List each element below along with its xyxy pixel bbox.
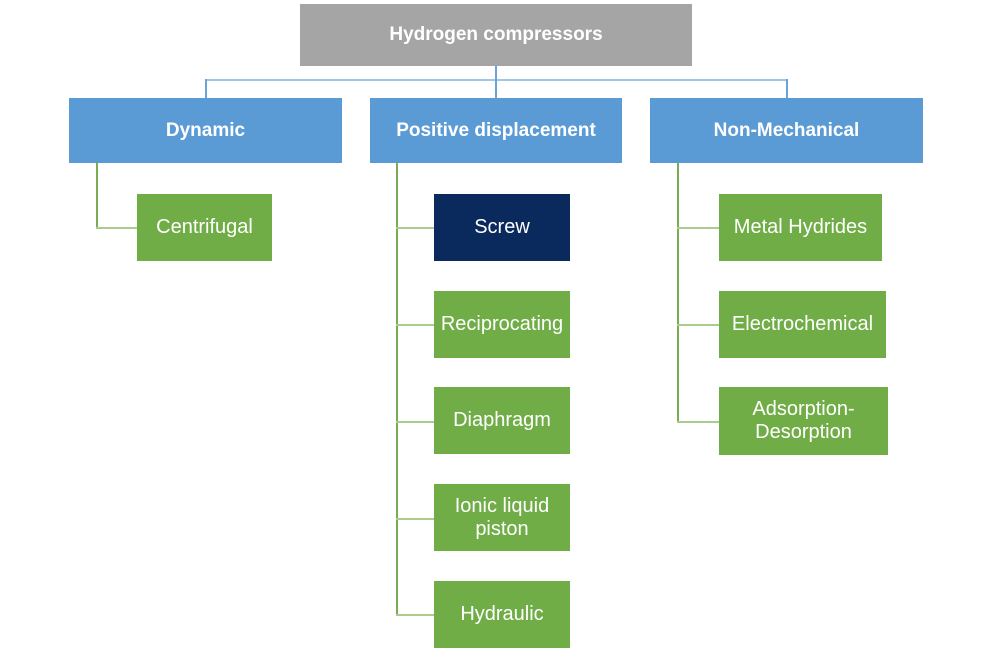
leaf-node-label: Diaphragm: [453, 409, 551, 431]
connector-root-to-dynamic: [205, 79, 207, 98]
leaf-node-label: Centrifugal: [156, 216, 253, 238]
connector-root-stem: [495, 66, 497, 80]
connector-pd-to-hydraulic: [396, 614, 434, 616]
leaf-node-label: Metal Hydrides: [733, 216, 868, 238]
category-node-label: Dynamic: [165, 119, 246, 141]
connector-pd-to-diaphragm: [396, 421, 434, 423]
category-node-label: Positive displacement: [396, 119, 596, 141]
leaf-node-reciprocating[interactable]: Reciprocating: [434, 291, 570, 358]
leaf-node-label: Adsorption-Desorption: [752, 398, 855, 443]
connector-dynamic-stem: [96, 163, 98, 229]
leaf-node-label: Ionic liquid piston: [454, 494, 550, 540]
leaf-node-electrochemical[interactable]: Electrochemical: [719, 291, 886, 358]
connector-nm-to-metal-hydrides: [677, 227, 719, 229]
connector-pd-to-reciprocating: [396, 324, 434, 326]
leaf-node-adsorption-desorption[interactable]: Adsorption-Desorption: [719, 387, 888, 455]
leaf-node-centrifugal[interactable]: Centrifugal: [137, 194, 272, 261]
root-node-label: Hydrogen compressors: [389, 24, 603, 46]
connector-positive-displacement-stem: [396, 163, 398, 615]
leaf-node-screw[interactable]: Screw: [434, 194, 570, 261]
leaf-node-label: Electrochemical: [731, 313, 874, 335]
connector-pd-to-ionic-liquid-piston: [396, 518, 434, 520]
connector-nm-to-adsorption-desorption: [677, 421, 719, 423]
category-node-positive-displacement[interactable]: Positive displacement: [370, 98, 622, 163]
leaf-node-label: Reciprocating: [440, 313, 564, 335]
category-node-dynamic[interactable]: Dynamic: [69, 98, 342, 163]
leaf-node-metal-hydrides[interactable]: Metal Hydrides: [719, 194, 882, 261]
connector-root-to-positive-displacement: [495, 79, 497, 98]
leaf-node-label: Hydraulic: [460, 603, 544, 625]
connector-pd-to-screw: [396, 227, 434, 229]
connector-dynamic-to-centrifugal: [96, 227, 137, 229]
connector-nm-to-electrochemical: [677, 324, 719, 326]
leaf-node-diaphragm[interactable]: Diaphragm: [434, 387, 570, 454]
leaf-node-hydraulic[interactable]: Hydraulic: [434, 581, 570, 648]
category-node-non-mechanical[interactable]: Non-Mechanical: [650, 98, 923, 163]
category-node-label: Non-Mechanical: [713, 119, 860, 141]
connector-root-to-non-mechanical: [786, 79, 788, 98]
leaf-node-label: Screw: [474, 216, 530, 238]
root-node-hydrogen-compressors[interactable]: Hydrogen compressors: [300, 4, 692, 66]
leaf-node-ionic-liquid-piston[interactable]: Ionic liquid piston: [434, 484, 570, 551]
connector-non-mechanical-stem: [677, 163, 679, 422]
